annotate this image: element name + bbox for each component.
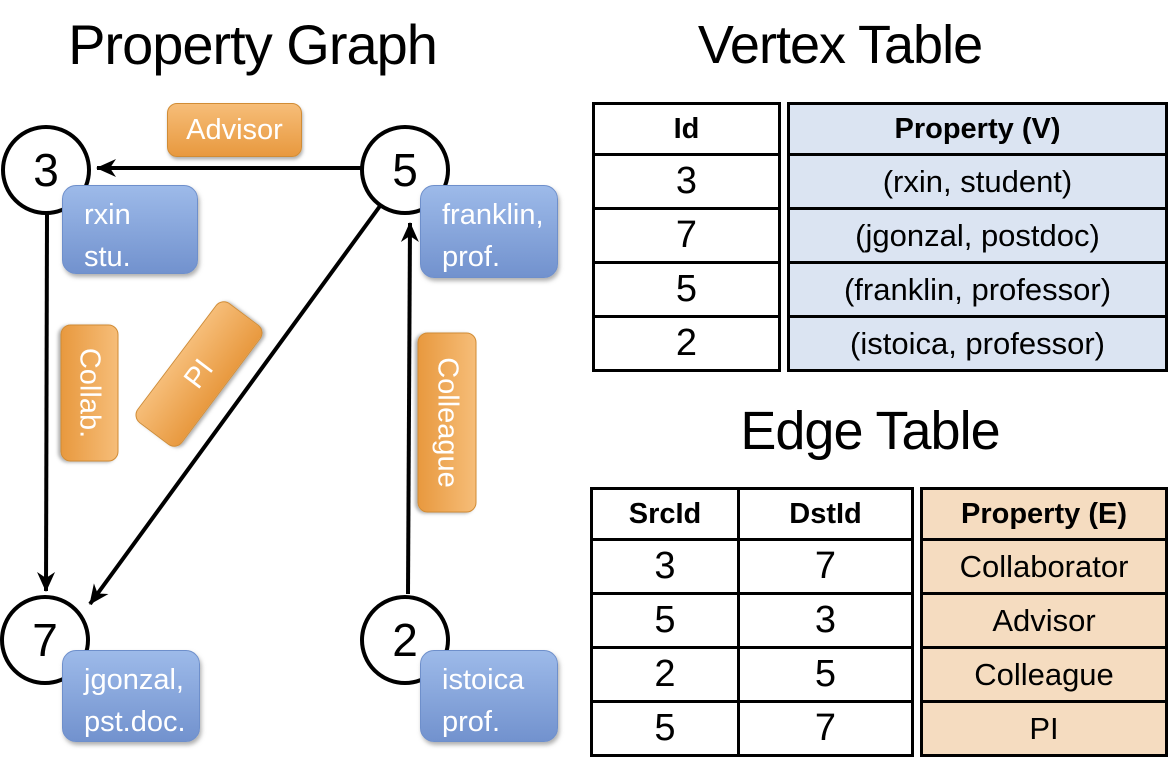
- graph-node-3-id: 3: [33, 144, 59, 196]
- vertex-table-row: 2 (istoica, professor): [592, 318, 1168, 372]
- vertex-table: Id Property (V) 3 (rxin, student) 7 (jgo…: [592, 102, 1168, 372]
- edge-table-row: 5 3 Advisor: [590, 595, 1168, 649]
- edge-table: SrcId DstId Property (E) 3 7 Collaborato…: [590, 487, 1168, 757]
- edge-srcid-cell: 2: [590, 649, 740, 703]
- edge-srcid-cell: 5: [590, 595, 740, 649]
- node-3-property-box: rxin stu.: [62, 185, 198, 274]
- property-graph-title: Property Graph: [68, 13, 438, 76]
- edge-table-header-property: Property (E): [920, 487, 1168, 541]
- edge-property-cell: Advisor: [920, 595, 1168, 649]
- vertex-table-title: Vertex Table: [697, 15, 983, 75]
- edge-dstid-cell: 7: [740, 703, 914, 757]
- edge-table-row: 2 5 Colleague: [590, 649, 1168, 703]
- vertex-table-header-property: Property (V): [787, 102, 1168, 156]
- node-5-property-box: franklin, prof.: [420, 185, 558, 278]
- edge-dstid-cell: 7: [740, 541, 914, 595]
- edge-label-collab: Collab.: [60, 324, 119, 462]
- node-2-property-line2: prof.: [442, 706, 501, 739]
- edge-table-title: Edge Table: [740, 401, 1000, 461]
- node-3-property-line2: stu.: [84, 241, 131, 274]
- edge-arrow-2-to-5: [400, 222, 419, 595]
- edge-srcid-cell: 3: [590, 541, 740, 595]
- edge-property-cell: Collaborator: [920, 541, 1168, 595]
- node-7-property-box: jgonzal, pst.doc.: [62, 650, 200, 742]
- edge-table-header-row: SrcId DstId Property (E): [590, 487, 1168, 541]
- vertex-table-row: 3 (rxin, student): [592, 156, 1168, 210]
- vertex-property-cell: (franklin, professor): [787, 264, 1168, 318]
- edge-arrow-3-to-7: [37, 213, 56, 592]
- vertex-property-cell: (istoica, professor): [787, 318, 1168, 372]
- edge-srcid-cell: 5: [590, 703, 740, 757]
- edge-property-cell: Colleague: [920, 649, 1168, 703]
- graph-node-5-id: 5: [392, 144, 418, 196]
- edge-table-header-srcid: SrcId: [590, 487, 740, 541]
- graph-node-7-id: 7: [32, 614, 58, 666]
- vertex-table-row: 7 (jgonzal, postdoc): [592, 210, 1168, 264]
- edge-property-cell: PI: [920, 703, 1168, 757]
- edge-table-header-dstid: DstId: [740, 487, 914, 541]
- node-2-property-line1: istoica: [442, 664, 525, 696]
- graph-edges-layer: [37, 159, 419, 606]
- graph-node-2: 2: [360, 595, 450, 685]
- vertex-id-cell: 7: [592, 210, 781, 264]
- vertex-table-header-row: Id Property (V): [592, 102, 1168, 156]
- vertex-property-cell: (jgonzal, postdoc): [787, 210, 1168, 264]
- vertex-id-cell: 3: [592, 156, 781, 210]
- node-2-property-box: istoica prof.: [420, 650, 558, 742]
- graph-node-2-id: 2: [392, 614, 418, 666]
- edge-arrow-5-to-7: [88, 204, 382, 606]
- graph-node-5: 5: [360, 125, 450, 215]
- edge-label-colleague: Colleague: [417, 332, 477, 513]
- vertex-property-cell: (rxin, student): [787, 156, 1168, 210]
- vertex-table-header-id: Id: [592, 102, 781, 156]
- node-7-property-line2: pst.doc.: [84, 706, 186, 739]
- node-7-property-line1: jgonzal,: [84, 664, 184, 696]
- edge-dstid-cell: 5: [740, 649, 914, 703]
- vertex-table-row: 5 (franklin, professor): [592, 264, 1168, 318]
- vertex-id-cell: 5: [592, 264, 781, 318]
- node-3-property-line1: rxin: [84, 199, 131, 231]
- node-5-property-line2: prof.: [442, 241, 501, 274]
- edge-table-row: 5 7 PI: [590, 703, 1168, 757]
- edge-dstid-cell: 3: [740, 595, 914, 649]
- vertex-id-cell: 2: [592, 318, 781, 372]
- edge-label-advisor: Advisor: [167, 103, 302, 157]
- edge-table-row: 3 7 Collaborator: [590, 541, 1168, 595]
- node-5-property-line1: franklin,: [442, 199, 544, 231]
